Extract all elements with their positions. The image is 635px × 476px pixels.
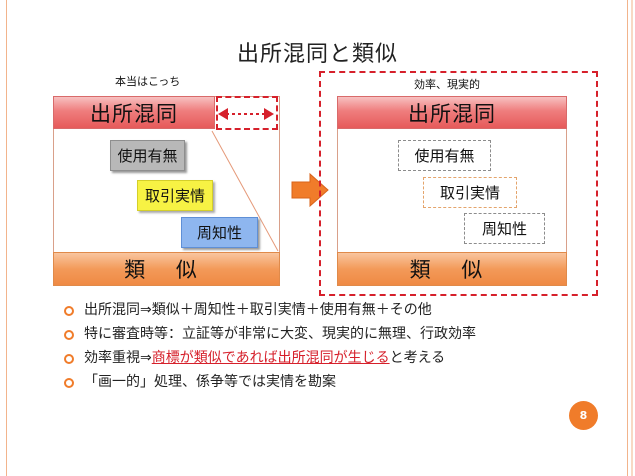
right-chip-trade: 取引実情 [423,177,517,208]
slide-title: 出所混同と類似 [236,42,398,67]
bullet-text-prefix: 効率重視⇒ [84,350,152,366]
double-arrow-icon [218,108,274,120]
right-chip-usage: 使用有無 [398,140,491,171]
right-header-bar: 出所混同 [337,96,567,129]
bullet-text-highlight: 商標が類似であれば出所混同が生じる [151,350,390,366]
bullet-text-suffix: と考える [389,350,446,366]
bullet-item: 出所混同⇒類似＋周知性＋取引実情＋使用有無＋その他 [62,298,602,322]
bullet-text: 「画一的」処理、係争等では実情を勘案 [84,374,336,390]
left-footer-bar: 類 似 [53,252,280,286]
left-highlight-dashed-box [216,96,278,130]
right-footer-bar: 類 似 [337,252,567,286]
bullet-text: 特に審査時等：立証等が非常に大変、現実的に無理、行政効率 [84,326,476,342]
bullet-item: 特に審査時等：立証等が非常に大変、現実的に無理、行政効率 [62,322,602,346]
bullet-item: 「画一的」処理、係争等では実情を勘案 [62,370,602,394]
left-header-bar: 出所混同 [53,96,215,129]
left-chip-trade: 取引実情 [137,180,213,211]
right-chip-fame: 周知性 [464,213,545,244]
slide-border-right [627,0,628,476]
bullet-circle-icon [64,378,74,388]
bullet-circle-icon [64,354,74,364]
page-number-badge: 8 [569,401,598,430]
slide-border-left [6,0,7,476]
bullet-item: 効率重視⇒商標が類似であれば出所混同が生じると考える [62,346,602,370]
left-chip-usage: 使用有無 [110,140,185,171]
bullet-circle-icon [64,306,74,316]
right-highlight-dashed-frame [319,71,598,296]
diagonal-guide-line [211,130,279,252]
left-chip-fame: 周知性 [181,217,258,248]
bullet-circle-icon [64,330,74,340]
left-caption: 本当はこっち [115,75,181,88]
slide-border-right-accent [631,0,633,476]
bullet-list: 出所混同⇒類似＋周知性＋取引実情＋使用有無＋その他 特に審査時等：立証等が非常に… [62,298,602,394]
bullet-text: 出所混同⇒類似＋周知性＋取引実情＋使用有無＋その他 [84,302,432,318]
right-caption: 効率、現実的 [414,78,480,91]
